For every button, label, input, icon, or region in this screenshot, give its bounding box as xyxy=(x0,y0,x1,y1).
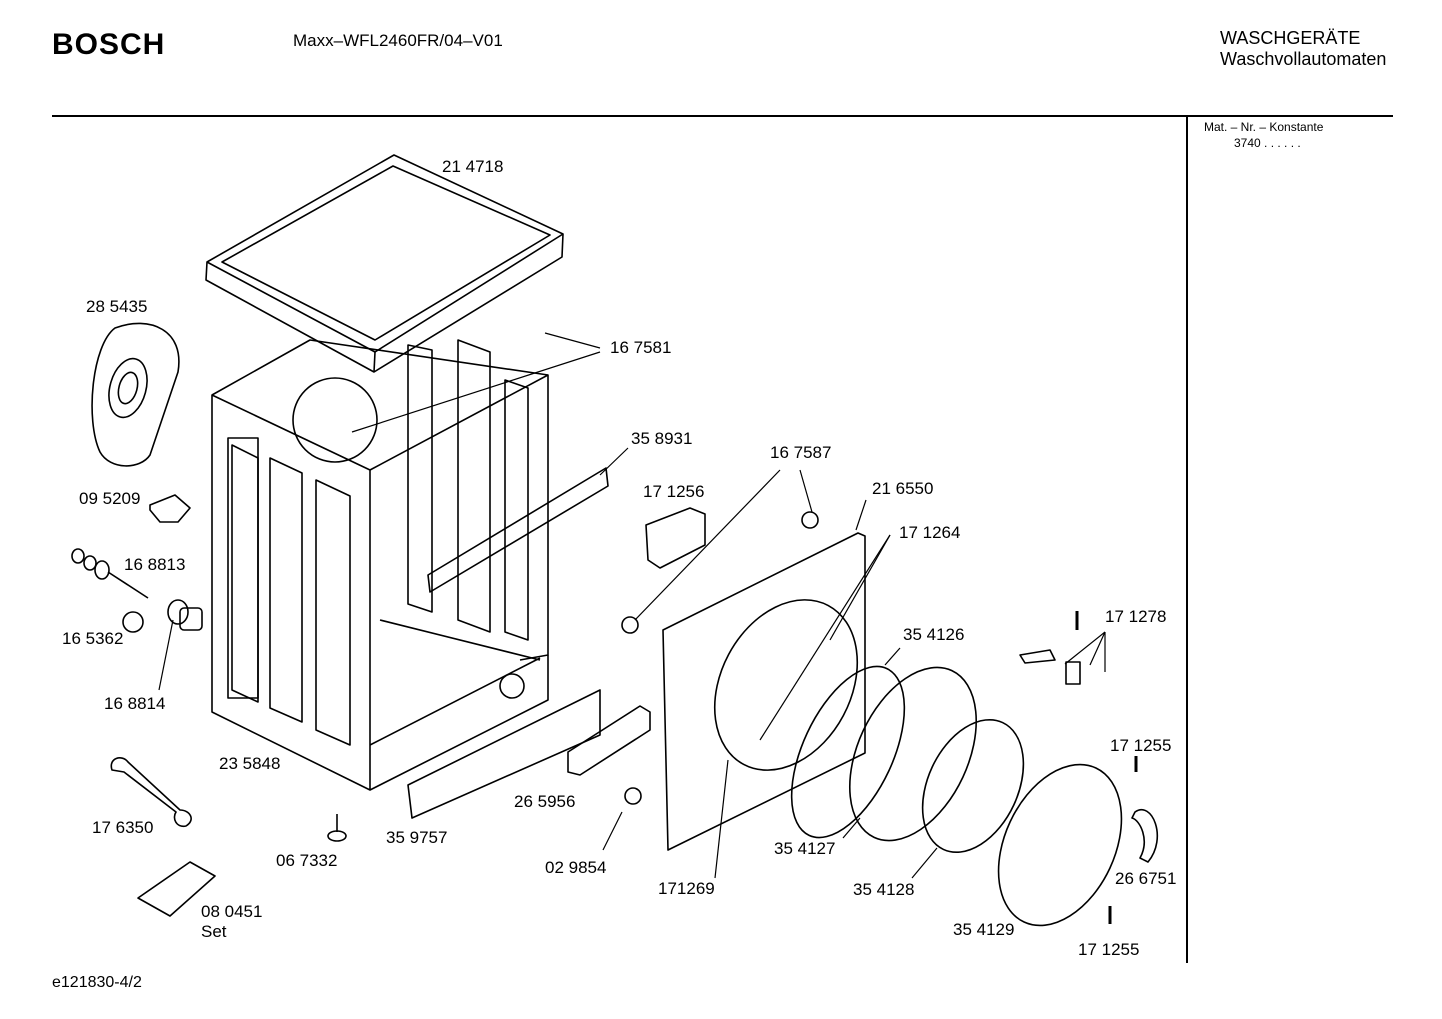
cap-165362-part xyxy=(122,611,144,633)
bracket-171278-part xyxy=(1019,649,1056,664)
clip-095209-part xyxy=(149,494,191,523)
screw-168813-part xyxy=(71,548,149,599)
part-label: 35 4126 xyxy=(903,625,965,644)
front-panel-part xyxy=(662,532,866,851)
part-label: 09 5209 xyxy=(79,489,141,508)
model-number: Maxx–WFL2460FR/04–V01 xyxy=(293,31,503,50)
top-lid-part xyxy=(205,154,564,373)
damper-168814-part xyxy=(167,599,203,631)
part-label: 17 6350 xyxy=(92,818,154,837)
knob-029854-part xyxy=(624,787,642,805)
category-title: WASCHGERÄTE xyxy=(1220,28,1361,48)
transport-plate-part xyxy=(137,861,216,917)
part-label: 02 9854 xyxy=(545,858,607,877)
part-label: 17 1255 xyxy=(1110,736,1172,755)
clip-167587b-part xyxy=(801,511,819,529)
part-label: 08 0451 xyxy=(201,902,263,921)
part-label: 23 5848 xyxy=(219,754,281,773)
door-ring-part xyxy=(848,666,978,842)
part-label: 21 6550 xyxy=(872,479,934,498)
part-label: 17 1255 xyxy=(1078,940,1140,959)
drawing-id: e121830-4/2 xyxy=(52,974,142,991)
clip-171278-part xyxy=(1065,661,1081,685)
brand-logo: BOSCH xyxy=(52,28,166,61)
part-label: 26 6751 xyxy=(1115,869,1177,888)
part-label: 35 4127 xyxy=(774,839,836,858)
part-label: 17 1264 xyxy=(899,523,961,542)
foot-067332-part xyxy=(327,814,347,842)
part-label: 16 8813 xyxy=(124,555,186,574)
part-label: 35 9757 xyxy=(386,828,448,847)
door-glass-part xyxy=(921,718,1025,854)
category-subtitle: Waschvollautomaten xyxy=(1220,49,1387,69)
part-label: 35 4129 xyxy=(953,920,1015,939)
mat-nr-value: 3740 . . . . . . xyxy=(1234,136,1301,150)
part-label-set: Set xyxy=(201,922,227,941)
door-lock-part xyxy=(645,507,706,569)
mat-nr-label: Mat. – Nr. – Konstante xyxy=(1204,120,1324,134)
part-label: 06 7332 xyxy=(276,851,338,870)
part-label: 16 8814 xyxy=(104,694,166,713)
part-label: 171269 xyxy=(658,879,715,898)
part-label: 35 8931 xyxy=(631,429,693,448)
part-label: 21 4718 xyxy=(442,157,504,176)
clip-167587a-part xyxy=(621,616,639,634)
rear-cover-part xyxy=(91,322,180,467)
cabinet-part xyxy=(211,339,609,791)
part-label: 16 5362 xyxy=(62,629,124,648)
part-label: 28 5435 xyxy=(86,297,148,316)
gasket-part xyxy=(790,665,906,839)
part-label: 26 5956 xyxy=(514,792,576,811)
hinge-part xyxy=(1131,809,1159,863)
wrench-part xyxy=(110,757,192,828)
part-label: 35 4128 xyxy=(853,880,915,899)
panel-359757-part xyxy=(407,689,601,819)
part-label: 17 1278 xyxy=(1105,607,1167,626)
outer-ring-part xyxy=(997,763,1123,927)
part-label: 16 7587 xyxy=(770,443,832,462)
part-label: 16 7581 xyxy=(610,338,672,357)
panel-265956-part xyxy=(567,705,651,776)
part-label: 17 1256 xyxy=(643,482,705,501)
